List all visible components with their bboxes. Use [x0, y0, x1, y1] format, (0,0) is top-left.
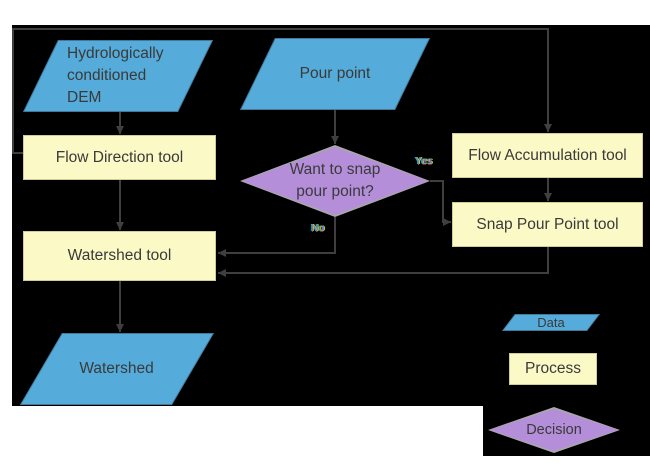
legend-item-decision: Decision: [488, 407, 620, 453]
legend-item-process: Process: [509, 353, 597, 385]
legend-decision-label: Decision: [526, 422, 582, 438]
decision-label-line1: Want to snap: [289, 161, 381, 178]
node-flow-direction-label: Flow Direction tool: [55, 148, 184, 166]
edge-label-no: No: [311, 223, 325, 234]
node-decision-want-to-snap: Want to snap pour point?: [240, 145, 430, 217]
node-watershed-tool-label: Watershed tool: [67, 247, 172, 264]
node-flow-accumulation-label: Flow Accumulation tool: [468, 146, 627, 164]
node-flow-direction: Flow Direction tool: [23, 135, 216, 180]
legend-process-label: Process: [525, 360, 581, 377]
dem-label-line1: Hydrologically: [67, 45, 164, 62]
node-snap-pour-point: Snap Pour Point tool: [452, 202, 643, 247]
node-flow-accumulation: Flow Accumulation tool: [452, 133, 643, 178]
node-pour-point: Pour point: [240, 38, 430, 110]
node-decision-label: Want to snap pour point?: [240, 145, 430, 217]
node-watershed-tool: Watershed tool: [23, 231, 216, 281]
node-snap-pour-point-label: Snap Pour Point tool: [476, 215, 619, 233]
node-dem: Hydrologically conditioned DEM: [23, 40, 213, 112]
node-dem-label: Hydrologically conditioned DEM: [23, 40, 213, 112]
edge-label-yes: Yes: [415, 156, 433, 167]
dem-label-line3: DEM: [67, 89, 102, 106]
legend-data-label: Data: [537, 314, 565, 330]
node-pour-point-label: Pour point: [299, 65, 371, 82]
node-watershed: Watershed: [19, 333, 214, 405]
legend-item-data: Data: [502, 314, 600, 331]
node-watershed-label: Watershed: [79, 360, 154, 377]
dem-label-line2: conditioned: [67, 67, 147, 84]
decision-label-line2: pour point?: [296, 183, 374, 200]
